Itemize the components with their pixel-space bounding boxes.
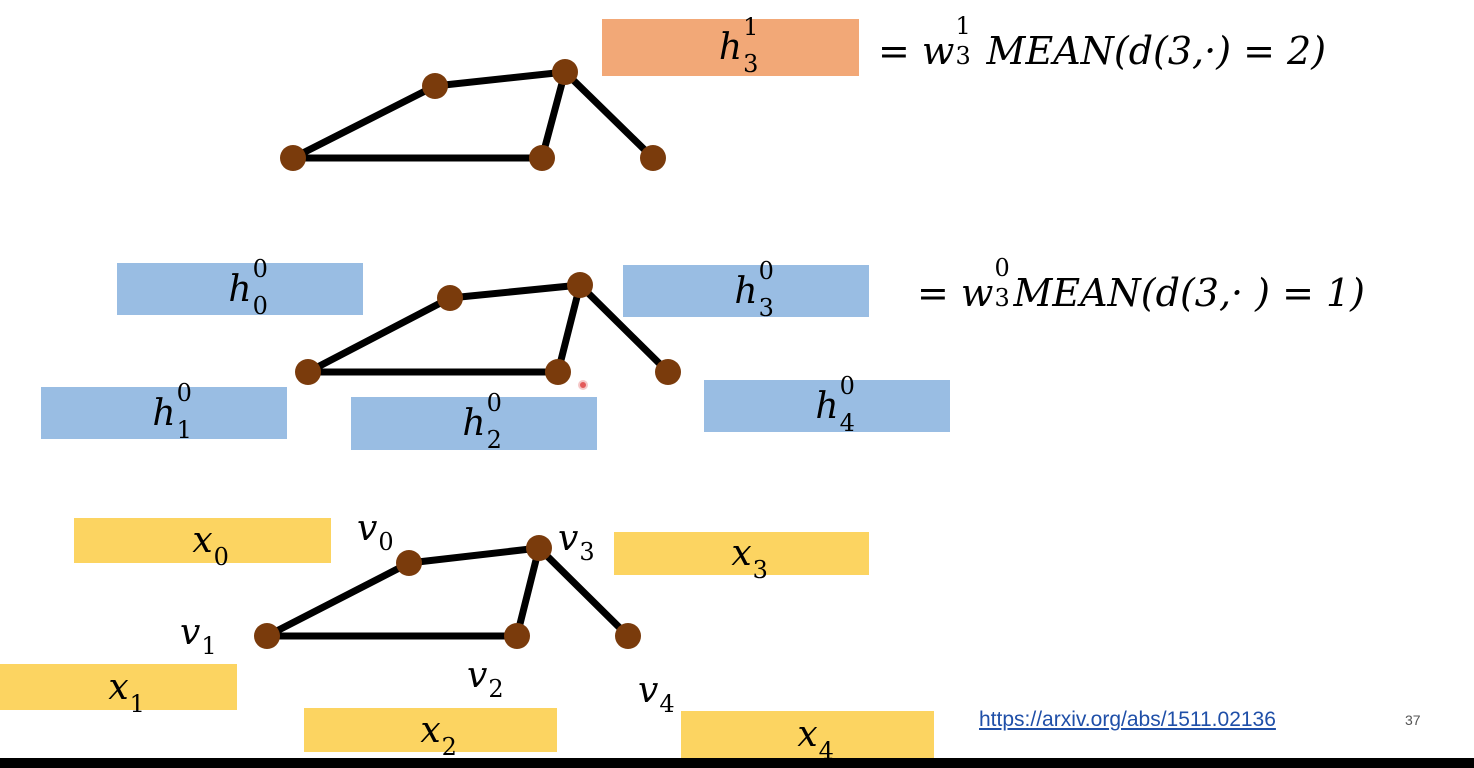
v4-label: v4	[638, 670, 675, 718]
nodes-layer-2	[280, 59, 666, 171]
node-v0	[396, 550, 422, 576]
node-v4	[655, 359, 681, 385]
node-v1	[295, 359, 321, 385]
node-v3	[567, 272, 593, 298]
node-v2	[529, 145, 555, 171]
node-v0	[437, 285, 463, 311]
edge	[431, 68, 569, 90]
node-v2	[545, 359, 571, 385]
v1-label: v1	[180, 612, 217, 660]
edge	[289, 82, 439, 162]
node-v3	[526, 535, 552, 561]
edge	[513, 544, 543, 640]
v3-label: v3	[558, 518, 595, 566]
edge	[535, 544, 632, 640]
node-v4	[615, 623, 641, 649]
arxiv-link[interactable]: https://arxiv.org/abs/1511.02136	[979, 708, 1276, 731]
nodes-layer-1	[295, 272, 681, 385]
node-v3	[552, 59, 578, 85]
v0-label: v0	[357, 508, 394, 556]
edge	[304, 294, 454, 376]
node-v1	[280, 145, 306, 171]
edge	[263, 559, 413, 640]
edge	[554, 281, 584, 376]
edge	[405, 544, 543, 567]
node-v0	[422, 73, 448, 99]
bottom-bar	[0, 758, 1474, 768]
edge	[538, 68, 569, 162]
nodes-layer-0	[254, 535, 641, 649]
node-v2	[504, 623, 530, 649]
node-v4	[640, 145, 666, 171]
graph-layer-0	[263, 544, 632, 640]
v2-label: v2	[467, 655, 504, 703]
node-v1	[254, 623, 280, 649]
edge	[446, 281, 584, 302]
slide-number: 37	[1405, 712, 1421, 728]
edge	[561, 68, 657, 162]
pointer-cursor-icon	[578, 380, 588, 390]
graph-layer-2	[289, 68, 657, 162]
graph-layer-1	[304, 281, 672, 376]
edge	[576, 281, 672, 376]
